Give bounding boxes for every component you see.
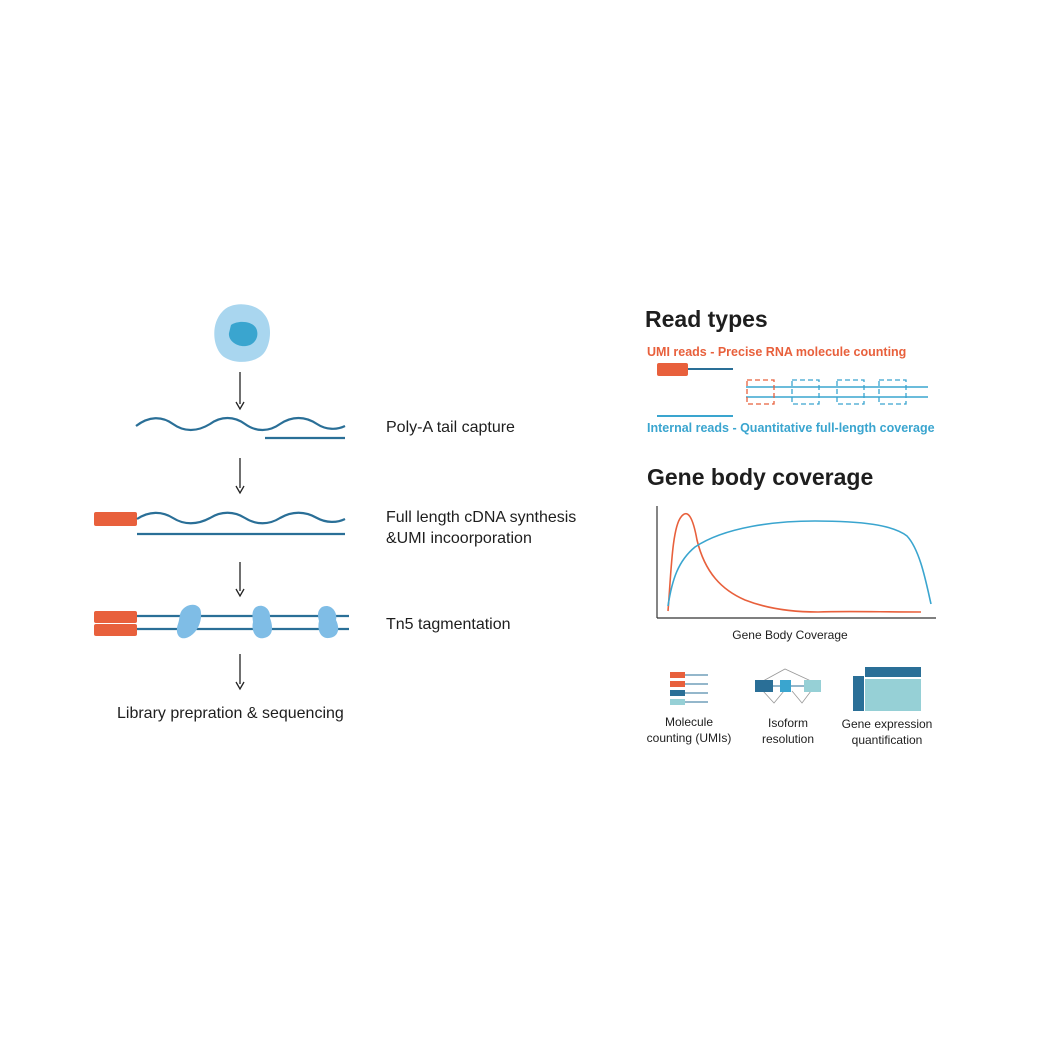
arrow-down-icon — [235, 562, 245, 598]
tn5-tagmentation-icon — [94, 604, 349, 639]
arrow-down-icon — [235, 458, 245, 495]
cell-icon — [214, 304, 271, 362]
gene-expression-icon — [853, 667, 921, 711]
step-label-cdna-line2: &UMI incoorporation — [386, 530, 532, 547]
app-caption-line2: resolution — [761, 732, 815, 746]
umi-read-icon — [657, 363, 733, 376]
step-label-tn5: Tn5 tagmentation — [386, 616, 511, 633]
app-caption-gene-expression: Gene expression quantification — [827, 716, 947, 748]
polya-capture-icon — [135, 416, 346, 440]
internal-reads-label: Internal reads - Quantitative full-lengt… — [647, 421, 935, 435]
app-caption-line2: counting (UMIs) — [646, 731, 732, 745]
read-types-title: Read types — [645, 306, 768, 332]
app-caption-isoform: Isoform resolution — [738, 715, 838, 747]
step-label-cdna: Full length cDNA synthesis — [386, 509, 577, 526]
transcript-fragments-icon — [746, 379, 928, 405]
coverage-title: Gene body coverage — [647, 464, 874, 490]
umi-reads-label: UMI reads - Precise RNA molecule countin… — [647, 345, 907, 359]
app-caption-line1: Molecule — [664, 715, 714, 729]
app-caption-molecule: Molecule counting (UMIs) — [629, 714, 749, 746]
step-label-library: Library prepration & sequencing — [117, 705, 344, 722]
isoform-resolution-icon — [755, 668, 821, 704]
cdna-synthesis-icon — [94, 511, 346, 536]
arrow-down-icon — [235, 654, 245, 691]
coverage-plot — [656, 506, 936, 619]
app-caption-line2: quantification — [851, 733, 923, 747]
umi-coverage-line — [667, 512, 922, 613]
arrow-down-icon — [235, 372, 245, 411]
app-caption-line1: Gene expression — [841, 717, 933, 731]
coverage-xlabel: Gene Body Coverage — [732, 628, 848, 642]
molecule-counting-icon — [670, 672, 708, 705]
app-caption-line1: Isoform — [767, 716, 808, 730]
internal-coverage-line — [667, 520, 932, 607]
step-label-polya: Poly-A tail capture — [386, 419, 515, 436]
